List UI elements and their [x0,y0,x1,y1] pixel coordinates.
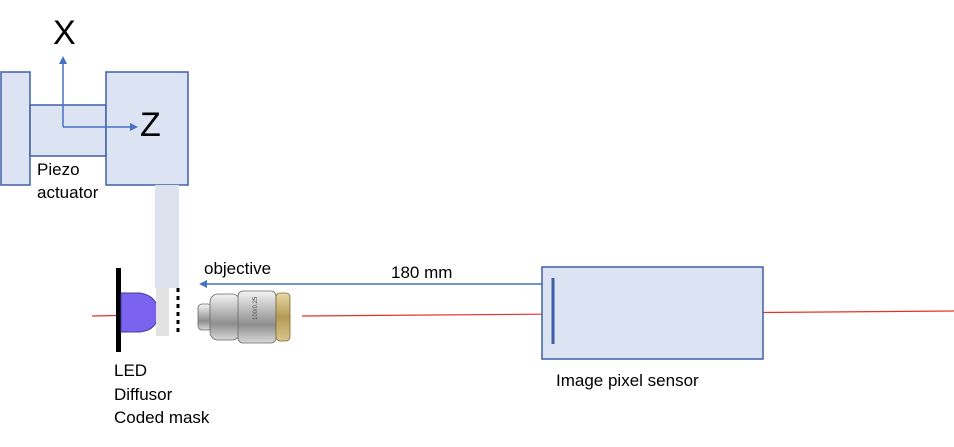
image-sensor-box [541,266,764,360]
piezo-label-line1: Piezo [37,160,80,179]
x-axis-label: X [53,14,76,52]
led-label: LED [114,361,148,380]
piezo-label-line2: actuator [37,183,99,202]
diffusor-label: Diffusor [114,385,173,404]
piezo-mount-arm [155,185,179,288]
piezo-left-block [0,71,31,186]
objective-label: objective [204,259,272,278]
piezo-right-block [105,71,189,186]
distance-label: 180 mm [391,263,453,282]
led-dome [120,292,159,333]
led-base-bar [116,268,121,352]
diffusor-plate [156,288,169,336]
svg-text:100/0.25: 100/0.25 [253,296,259,320]
z-axis-label: Z [140,106,161,144]
piezo-bridge [29,104,107,157]
optical-axis-left [91,314,119,317]
piezo-actuator [0,71,189,288]
sensor-label: Image pixel sensor [556,371,699,390]
objective-lens: 100/0.25 [197,290,291,344]
coded-mask-label: Coded mask [114,408,210,427]
